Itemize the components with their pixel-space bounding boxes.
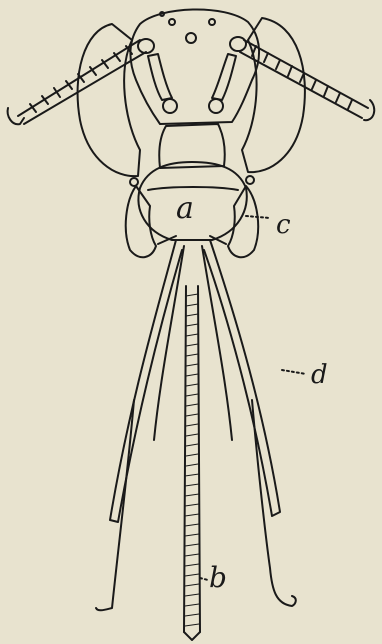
left-scape	[148, 54, 172, 100]
right-pedicel	[209, 99, 223, 113]
label-b: b	[209, 564, 227, 592]
left-maxilla	[110, 240, 182, 522]
label-d: d	[311, 362, 328, 388]
right-maxilla-inner	[202, 246, 232, 440]
left-mandible	[126, 186, 156, 257]
right-antenna	[240, 40, 374, 120]
left-pedicel	[163, 99, 177, 113]
label-a: a	[176, 194, 194, 224]
right-compound-eye	[242, 18, 305, 172]
glossa	[184, 286, 208, 640]
ocellus-right	[209, 19, 215, 25]
right-palp	[252, 400, 296, 606]
left-palp	[96, 400, 134, 610]
left-antenna-socket	[138, 39, 154, 53]
ocellus-left	[169, 19, 175, 25]
right-scape	[212, 54, 236, 100]
label-c: c	[276, 212, 291, 238]
left-antenna	[8, 40, 146, 124]
ocellus-center	[186, 33, 196, 43]
left-maxilla-inner	[154, 246, 184, 440]
right-maxilla	[204, 240, 280, 516]
right-mandible	[228, 186, 258, 257]
